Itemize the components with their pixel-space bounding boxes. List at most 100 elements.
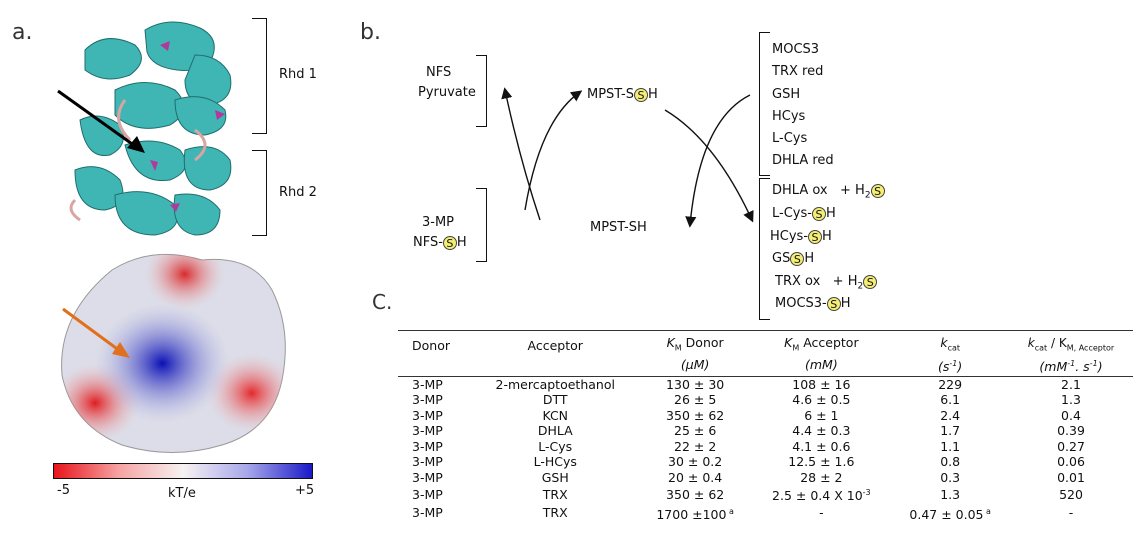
header-donor: Donor	[398, 330, 472, 356]
colorbar-min-label: -5	[57, 483, 70, 498]
panel-b-label: b.	[360, 20, 381, 45]
table-cell: 3-MP	[412, 438, 443, 454]
header-km-donor: KM Donor	[638, 330, 752, 356]
table-cell: GSH	[541, 469, 569, 485]
table-cell: 350 ± 62	[666, 486, 725, 502]
header-km-acceptor: KM Acceptor	[751, 330, 892, 356]
colorbar-max-label: +5	[295, 483, 315, 498]
acceptor-trx-red: TRX red	[772, 64, 824, 79]
table-cell: 3-MP	[412, 469, 443, 485]
electrostatic-colorbar	[53, 463, 313, 479]
table-cell: 0.39	[1057, 423, 1085, 439]
sulfur-highlight: S	[826, 296, 841, 311]
left-top-bracket	[476, 55, 487, 127]
table-cell: L-HCys	[533, 454, 577, 470]
unit-kcat-km: (mM-1. s-1)	[1008, 355, 1133, 377]
table-cell: 0.27	[1057, 438, 1085, 454]
table-cell: 25 ± 6	[674, 423, 717, 439]
table-cell: 3-MP	[412, 407, 443, 423]
table-cell: 130 ± 30	[666, 376, 725, 392]
nfs-label: NFS	[426, 65, 452, 80]
acceptor-hcys: HCys	[772, 109, 806, 124]
table-cell: 2.4	[940, 407, 961, 423]
table-cell: 0.47 ± 0.05 a	[909, 506, 991, 522]
table-cell: 3-MP	[412, 423, 443, 439]
table-row: 3-MP TRX 1700 ±100 a - 0.47 ± 0.05 a -	[398, 504, 1133, 523]
table-cell: 2.1	[1061, 376, 1081, 392]
panel-a-label: a.	[12, 20, 33, 45]
black-arrow-active-site	[57, 89, 145, 153]
table-cell: 0.01	[1057, 469, 1085, 485]
table-cell: 1.1	[940, 438, 961, 454]
acceptor-l-cys: L-Cys	[772, 131, 808, 146]
table-cell: 108 ± 16	[792, 376, 851, 392]
table-cell: 1700 ±100 a	[656, 506, 734, 522]
sulfur-highlight: S	[811, 206, 826, 221]
table-cell: 0.3	[940, 469, 961, 485]
table-cell: 26 ± 5	[674, 392, 717, 408]
table-cell: 1.7	[940, 423, 961, 439]
rhd1-label: Rhd 1	[279, 67, 317, 82]
3mp-label: 3-MP	[422, 215, 455, 230]
right-bottom-bracket	[759, 178, 770, 320]
table-cell: 4.6 ± 0.5	[792, 392, 851, 408]
kinetics-table: Donor Acceptor KM Donor KM Acceptor kcat…	[398, 330, 1133, 522]
reaction-arrows	[501, 87, 754, 228]
table-cell: 28 ± 2	[800, 469, 843, 485]
sulfur-highlight: S	[870, 183, 885, 198]
header-kcat: kcat	[891, 330, 1009, 356]
header-kcat-km: kcat / KM, Acceptor	[1008, 330, 1133, 356]
acceptor-mocs3: MOCS3	[772, 42, 820, 57]
table-cell: 0.4	[1061, 407, 1081, 423]
sulfur-highlight: S	[808, 229, 823, 244]
table-cell: KCN	[542, 407, 569, 423]
table-cell: DTT	[542, 392, 568, 408]
acceptor-gsh: GSH	[772, 87, 801, 102]
rhd2-label: Rhd 2	[279, 185, 317, 200]
table-cell: 22 ± 2	[674, 438, 717, 454]
table-cell: 20 ± 0.4	[668, 469, 723, 485]
unit-kcat: (s-1)	[891, 355, 1009, 377]
table-cell: 1.3	[1061, 392, 1081, 408]
sulfur-highlight: S	[634, 87, 648, 102]
table-cell: 3-MP	[412, 376, 443, 392]
electrostatic-surface	[61, 253, 286, 453]
rhd2-bracket	[252, 150, 267, 236]
left-bottom-bracket	[476, 188, 487, 262]
table-cell: 12.5 ± 1.6	[788, 454, 855, 470]
table-cell: TRX	[542, 505, 568, 521]
sulfur-highlight: S	[442, 235, 457, 250]
rhd1-bracket	[252, 18, 267, 134]
table-cell: 4.1 ± 0.6	[792, 438, 851, 454]
colorbar-unit-label: kT/e	[168, 486, 196, 501]
pyruvate-label: Pyruvate	[418, 85, 476, 100]
table-cell: -	[819, 505, 824, 521]
table-cell: -	[1068, 505, 1074, 521]
sulfur-highlight: S	[790, 251, 805, 266]
table-row: 3-MP GSH 20 ± 0.4 28 ± 2 0.3 0.01	[398, 470, 1133, 486]
header-acceptor: Acceptor	[471, 330, 639, 356]
table-cell: 4.4 ± 0.3	[792, 423, 851, 439]
table-cell: 350 ± 62	[666, 407, 725, 423]
acceptor-dhla-red: DHLA red	[772, 153, 834, 168]
table-cell: 229	[938, 376, 963, 392]
table-cell: 3-MP	[412, 454, 443, 470]
table-cell: 6.1	[940, 392, 961, 408]
table-cell: 3-MP	[412, 505, 443, 521]
table-cell: L-Cys	[538, 438, 573, 454]
unit-km-donor: (μM)	[638, 355, 752, 377]
